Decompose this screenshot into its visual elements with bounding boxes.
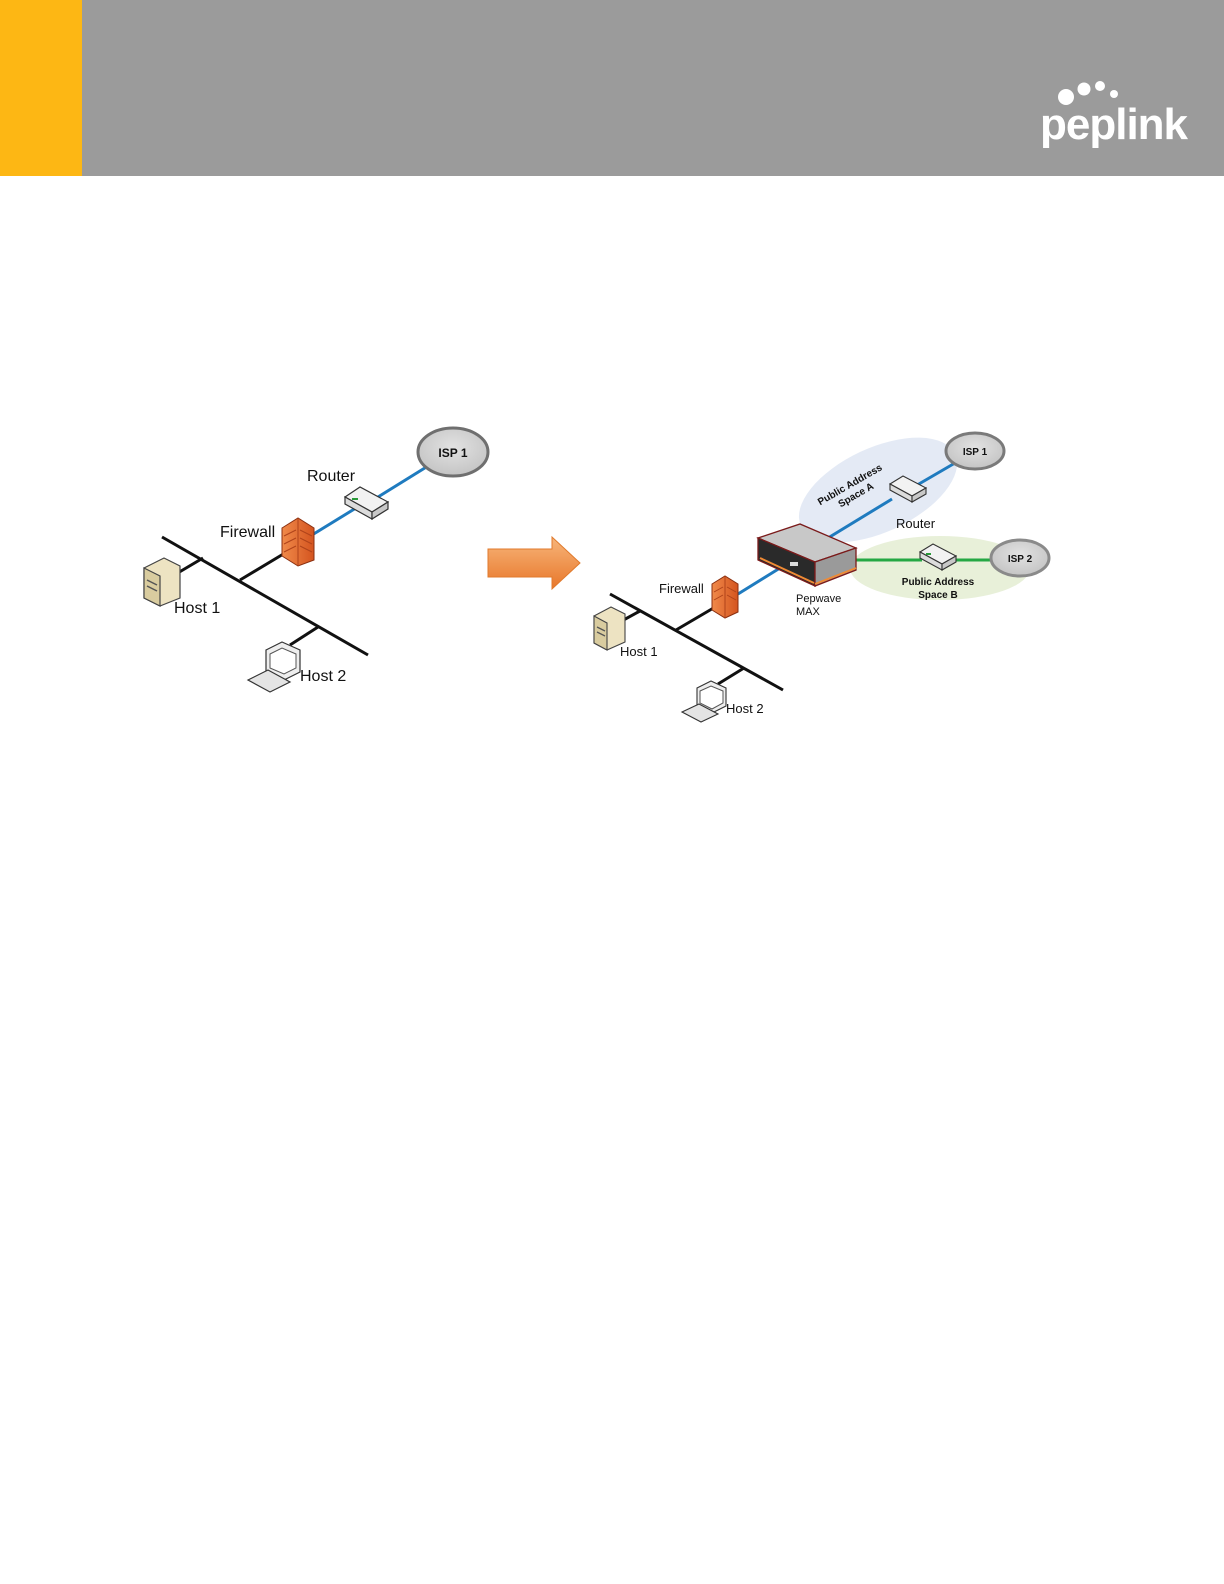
host2-label-after: Host 2 (726, 701, 764, 716)
lan-backbone (162, 537, 368, 655)
workstation-icon (248, 642, 300, 692)
host1-label-after: Host 1 (620, 644, 658, 659)
workstation-icon-after (682, 681, 726, 722)
host2-label: Host 2 (300, 668, 346, 685)
isp1-cloud-icon-after: ISP 1 (946, 433, 1004, 469)
router-label: Router (307, 468, 356, 485)
transition-arrow-icon (488, 537, 580, 589)
lan-backbone-after (610, 594, 783, 690)
diagram-before: ISP 1 Router Firewall Host 1 (144, 428, 488, 692)
isp2-cloud-icon: ISP 2 (991, 540, 1049, 576)
diagram-after: ISP 1 ISP 2 Router Public Address Space … (594, 416, 1049, 722)
firewall-icon (282, 518, 314, 566)
link-firewall-router (312, 508, 356, 535)
isp1-label-after: ISP 1 (963, 447, 988, 458)
svg-text:Space B: Space B (918, 590, 957, 601)
host1-label: Host 1 (174, 600, 220, 617)
firewall-label-after: Firewall (659, 581, 704, 596)
link-router-isp (378, 466, 428, 497)
router-label-after: Router (896, 516, 936, 531)
router-icon (345, 487, 388, 519)
server-icon (144, 558, 180, 606)
device-label-line2: MAX (796, 606, 821, 618)
device-label-line1: Pepwave (796, 593, 841, 605)
isp2-label: ISP 2 (1008, 554, 1033, 565)
svg-text:Public Address: Public Address (902, 577, 975, 588)
firewall-icon-after (712, 576, 738, 618)
isp1-label: ISP 1 (438, 446, 467, 460)
isp1-cloud-icon: ISP 1 (418, 428, 488, 476)
firewall-label: Firewall (220, 524, 275, 541)
